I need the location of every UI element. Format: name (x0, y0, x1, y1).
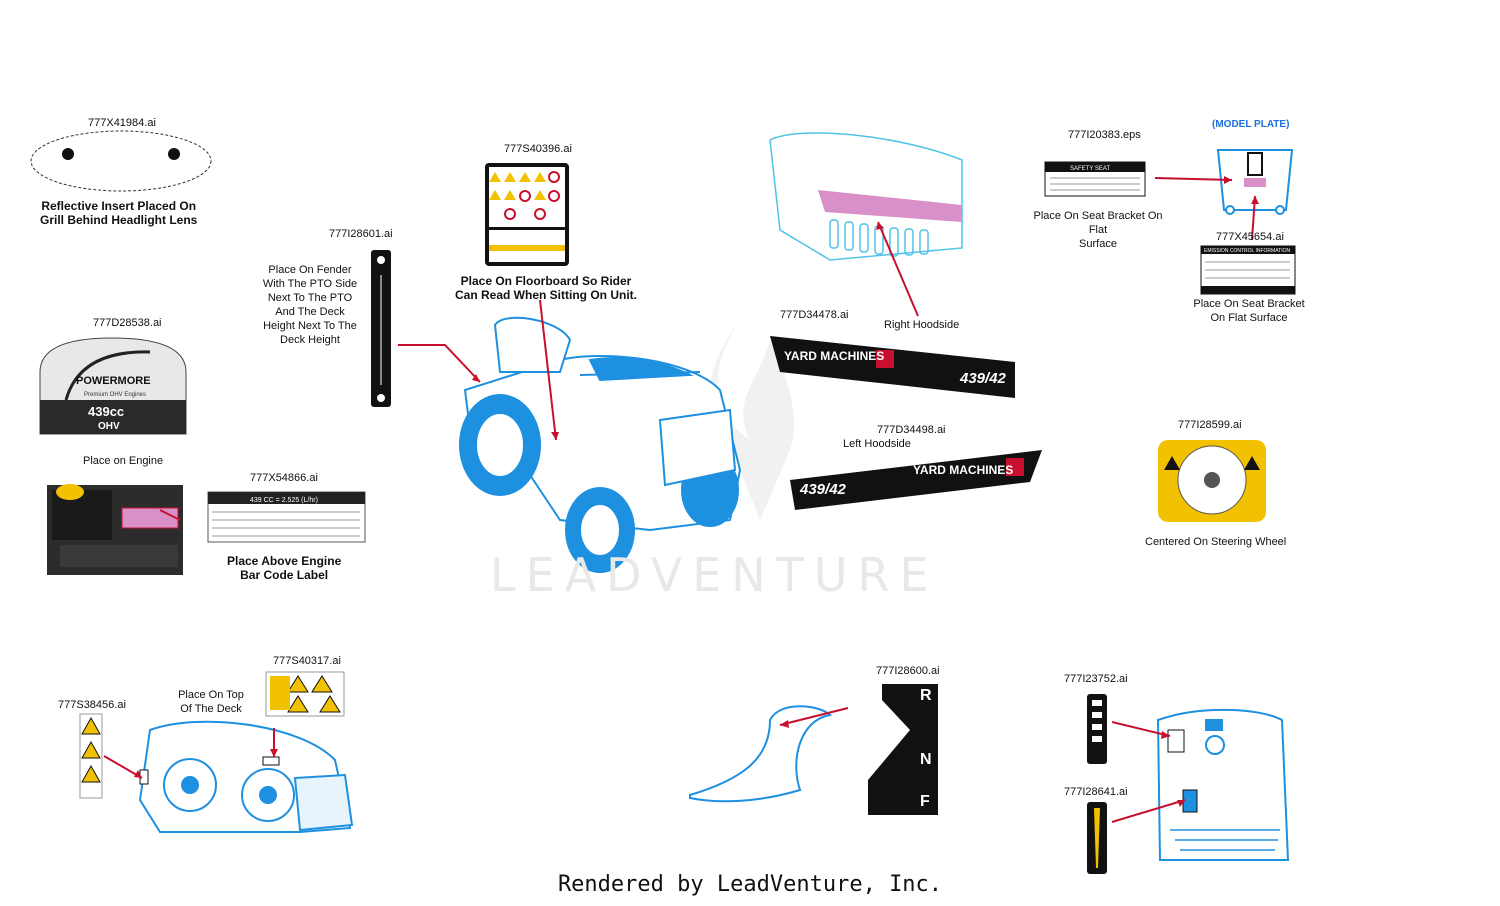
steering-wheel-decal (1158, 440, 1266, 522)
i28601-code: 777I28601.ai (329, 228, 393, 240)
s40317-code: 777S40317.ai (273, 655, 341, 667)
d34498-code: 777D34498.ai (877, 424, 946, 436)
engine-place: Place on Engine (83, 455, 164, 467)
right-hoodside-label: Right Hoodside (884, 319, 960, 331)
throttle-decal (1087, 694, 1107, 764)
engine-photo (47, 484, 183, 575)
dash-panel-illustration (1156, 708, 1290, 861)
x45654-desc: Place On Seat Bracket On Flat Surface (1193, 298, 1305, 324)
x45654-code: 777X45654.ai (1216, 231, 1284, 243)
arrow-heads (134, 176, 1259, 807)
safety-seat-decal (1044, 161, 1146, 197)
i28599-code: 777I28599.ai (1178, 419, 1242, 431)
x54866-code: 777X54866.ai (250, 472, 318, 484)
shift-lever-illustration (689, 705, 833, 803)
shift-f: F (920, 793, 930, 810)
yard-machines-right: YARD MACHINES (784, 349, 884, 363)
x41984-code: 777X41984.ai (88, 117, 156, 129)
safety-seat-title: SAFETY SEAT (1070, 166, 1110, 172)
seat-bracket-illustration (1216, 149, 1294, 215)
deck-top-decal (265, 671, 345, 717)
fuel-consumption-decal (207, 491, 366, 543)
left-hoodside-decal (790, 450, 1042, 510)
right-hood-illustration (769, 132, 963, 261)
i28599-desc: Centered On Steering Wheel (1145, 536, 1287, 548)
footer-credit: Rendered by LeadVenture, Inc. (557, 872, 943, 897)
s40396-code: 777S40396.ai (504, 143, 572, 155)
x41984-desc: Reflective Insert Placed On Grill Behind… (40, 199, 198, 227)
watermark: LEADVENTURE (490, 548, 939, 602)
yard-machines-left: YARD MACHINES (913, 463, 1013, 477)
d34478-code: 777D34478.ai (780, 309, 849, 321)
i28641-code: 777I28641.ai (1064, 786, 1128, 798)
i20383-desc: Place On Seat Bracket On Flat Surface (1033, 210, 1163, 250)
deck-warning-strip-decal (79, 713, 103, 799)
tractor-illustration (459, 316, 742, 573)
shift-r: R (920, 687, 932, 704)
watermark-logo (709, 320, 794, 520)
floorboard-safety-decal (485, 163, 569, 266)
right-hoodside-decal (770, 336, 1015, 398)
powermore-cc: 439cc (88, 404, 124, 419)
i23752-code: 777I23752.ai (1064, 673, 1128, 685)
powermore-brand: POWERMORE (76, 375, 151, 387)
model-plate-label: (MODEL PLATE) (1212, 119, 1290, 130)
i28600-code: 777I28600.ai (876, 665, 940, 677)
left-hoodside-label: Left Hoodside (843, 438, 911, 450)
i28601-desc: Place On Fender With The PTO Side Next T… (262, 264, 358, 346)
fuel-header: 439 CC = 2.525 (L/hr) (250, 497, 318, 504)
x54866-desc: Place Above Engine Bar Code Label (227, 554, 342, 582)
powermore-decal (39, 337, 187, 435)
choke-decal (1087, 802, 1107, 874)
fender-strip-decal (371, 250, 391, 407)
emission-control-decal (1200, 245, 1296, 295)
model-number-right: 439/42 (959, 370, 1007, 387)
shift-n: N (920, 751, 932, 768)
placement-arrows (103, 177, 1256, 823)
emission-title: EMISSION CONTROL INFORMATION (1204, 248, 1291, 254)
s40396-desc: Place On Floorboard So Rider Can Read Wh… (455, 274, 637, 302)
deck-place: Place On Top Of The Deck (178, 689, 244, 715)
mower-deck-illustration (138, 720, 354, 833)
powermore-sub: Premium OHV Engines (84, 392, 146, 398)
model-number-left: 439/42 (799, 481, 847, 498)
d28538-code: 777D28538.ai (93, 317, 162, 329)
s38456-code: 777S38456.ai (58, 699, 126, 711)
reflective-insert-decal (30, 130, 212, 192)
shift-decal (868, 684, 938, 815)
i20383-code: 777I20383.eps (1068, 129, 1141, 141)
powermore-ohv: OHV (98, 421, 120, 432)
